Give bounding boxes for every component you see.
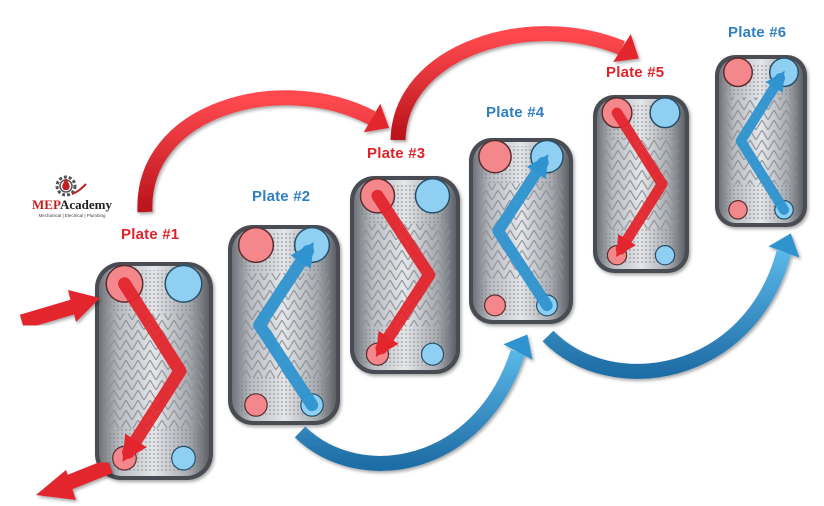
hot-flow-arrowhead [375,330,399,358]
cold-connector-4-to-6 [542,233,800,379]
mep-academy-logo: MEPAcademy Mechanical | Electrical | Plu… [26,173,118,223]
plate-label-2: Plate #2 [252,188,311,205]
cold-flow-arrowhead [526,154,549,180]
hot-outlet-arrow [36,459,113,500]
plate-2 [228,225,340,425]
hot-connector-1-to-3 [137,90,390,213]
port-hot-lower [244,393,268,417]
plate-label-5: Plate #5 [606,64,665,81]
port-hot-lower [484,294,507,317]
port-cold-lower [171,445,196,471]
hot-flow-path [611,107,668,255]
plate-5 [593,95,689,273]
plate-1 [95,262,213,480]
hot-flow-path [118,277,187,459]
cold-connector-2-to-4 [294,334,533,471]
hot-connector-3-to-5 [390,26,639,141]
cold-connector-2-to-4-head [503,334,533,360]
logo-tagline: Mechanical | Electrical | Plumbing [38,213,106,218]
hot-connector-1-to-3-head [363,103,390,133]
cold-flow-arrowhead [290,242,314,269]
logo-brand: MEPAcademy [26,197,118,213]
cold-connector-4-to-6-shaft [542,250,792,379]
cold-flow-path [492,156,553,312]
plate-6 [715,55,807,227]
plate-4 [469,138,573,324]
cold-flow-path [735,73,790,215]
cold-connector-4-to-6-head [768,233,800,258]
hot-inlet-arrow [19,290,100,330]
hot-flow-path [371,189,436,355]
port-cold-lower [654,244,676,266]
plate-label-6: Plate #6 [728,24,787,41]
port-cold-lower [420,342,445,366]
hot-inlet-head [68,290,100,322]
port-hot [722,57,754,88]
hot-connector-3-to-5-shaft [390,26,625,141]
gear-flame-icon [55,175,87,197]
cold-flow-arrowhead [765,70,785,93]
hot-flow-arrowhead [122,433,147,462]
logo-brand-suffix: Academy [59,197,112,212]
hot-connector-3-to-5-head [613,34,639,62]
port-hot [237,226,275,264]
plate-3 [350,176,460,374]
plate-label-3: Plate #3 [367,145,426,162]
logo-brand-prefix: MEP [32,197,60,212]
port-hot [478,139,512,174]
plate-label-1: Plate #1 [121,226,180,243]
plate-label-4: Plate #4 [486,104,545,121]
hot-outlet-head [36,470,76,500]
hot-connector-1-to-3-shaft [137,90,376,213]
hot-flow-arrowhead [616,234,636,257]
cold-flow-path [253,244,319,412]
port-hot-lower [728,200,748,220]
cold-connector-2-to-4-shaft [294,349,526,471]
hot-inlet-shaft [19,298,79,330]
port-cold [164,264,203,303]
port-cold [649,97,681,129]
port-cold [414,178,451,214]
